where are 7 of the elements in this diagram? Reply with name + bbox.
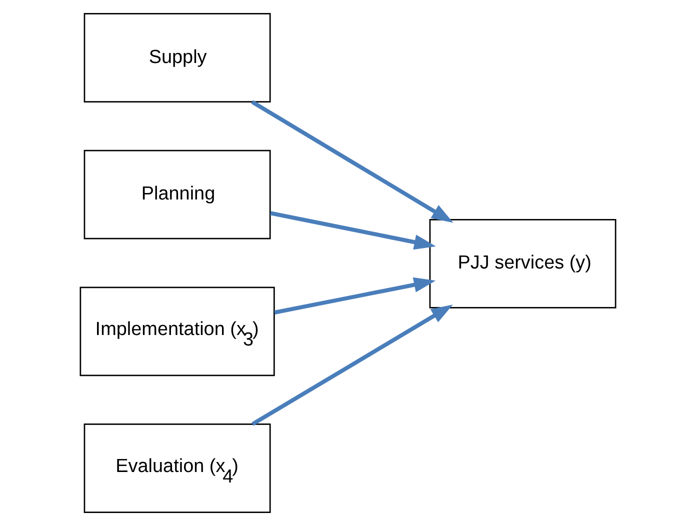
node-box: Planning bbox=[84, 150, 271, 240]
arrow bbox=[270, 211, 436, 250]
node-box: PJJ services (y) bbox=[429, 218, 616, 308]
arrow bbox=[251, 100, 454, 223]
node-box: Supply bbox=[84, 13, 271, 102]
arrow bbox=[274, 277, 436, 314]
arrow bbox=[252, 304, 453, 426]
